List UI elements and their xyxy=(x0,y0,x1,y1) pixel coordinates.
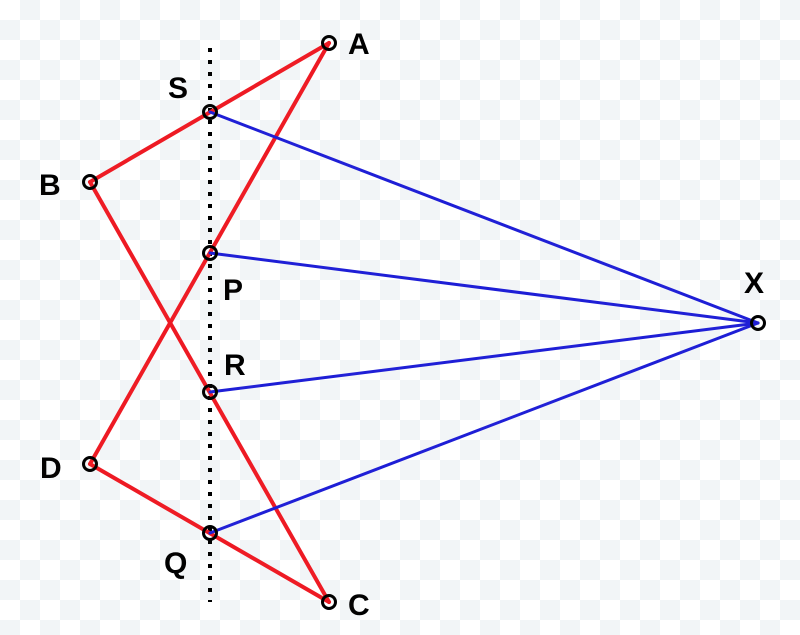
point-label-b: B xyxy=(39,169,61,202)
point-label-r: R xyxy=(224,349,246,382)
blue-segment-q-x xyxy=(208,321,760,535)
point-q xyxy=(202,525,218,541)
point-x xyxy=(750,315,766,331)
points-layer xyxy=(82,35,766,610)
point-label-p: P xyxy=(223,274,243,307)
point-s xyxy=(202,104,218,120)
blue-segment-p-x xyxy=(208,251,760,325)
point-b xyxy=(82,174,98,190)
point-p xyxy=(202,245,218,261)
point-c xyxy=(321,594,337,610)
blue-segment-s-x xyxy=(208,110,760,325)
point-label-x: X xyxy=(744,267,764,300)
point-label-s: S xyxy=(168,72,188,105)
point-d xyxy=(82,456,98,472)
point-label-c: C xyxy=(348,589,370,622)
point-label-q: Q xyxy=(164,547,187,580)
blue-segment-r-x xyxy=(208,321,760,394)
point-label-a: A xyxy=(348,28,370,61)
point-a xyxy=(321,35,337,51)
blue-segments-layer xyxy=(208,110,760,535)
point-r xyxy=(202,384,218,400)
point-label-d: D xyxy=(40,452,62,485)
labels-layer: A B C D S P R Q X xyxy=(39,28,764,622)
